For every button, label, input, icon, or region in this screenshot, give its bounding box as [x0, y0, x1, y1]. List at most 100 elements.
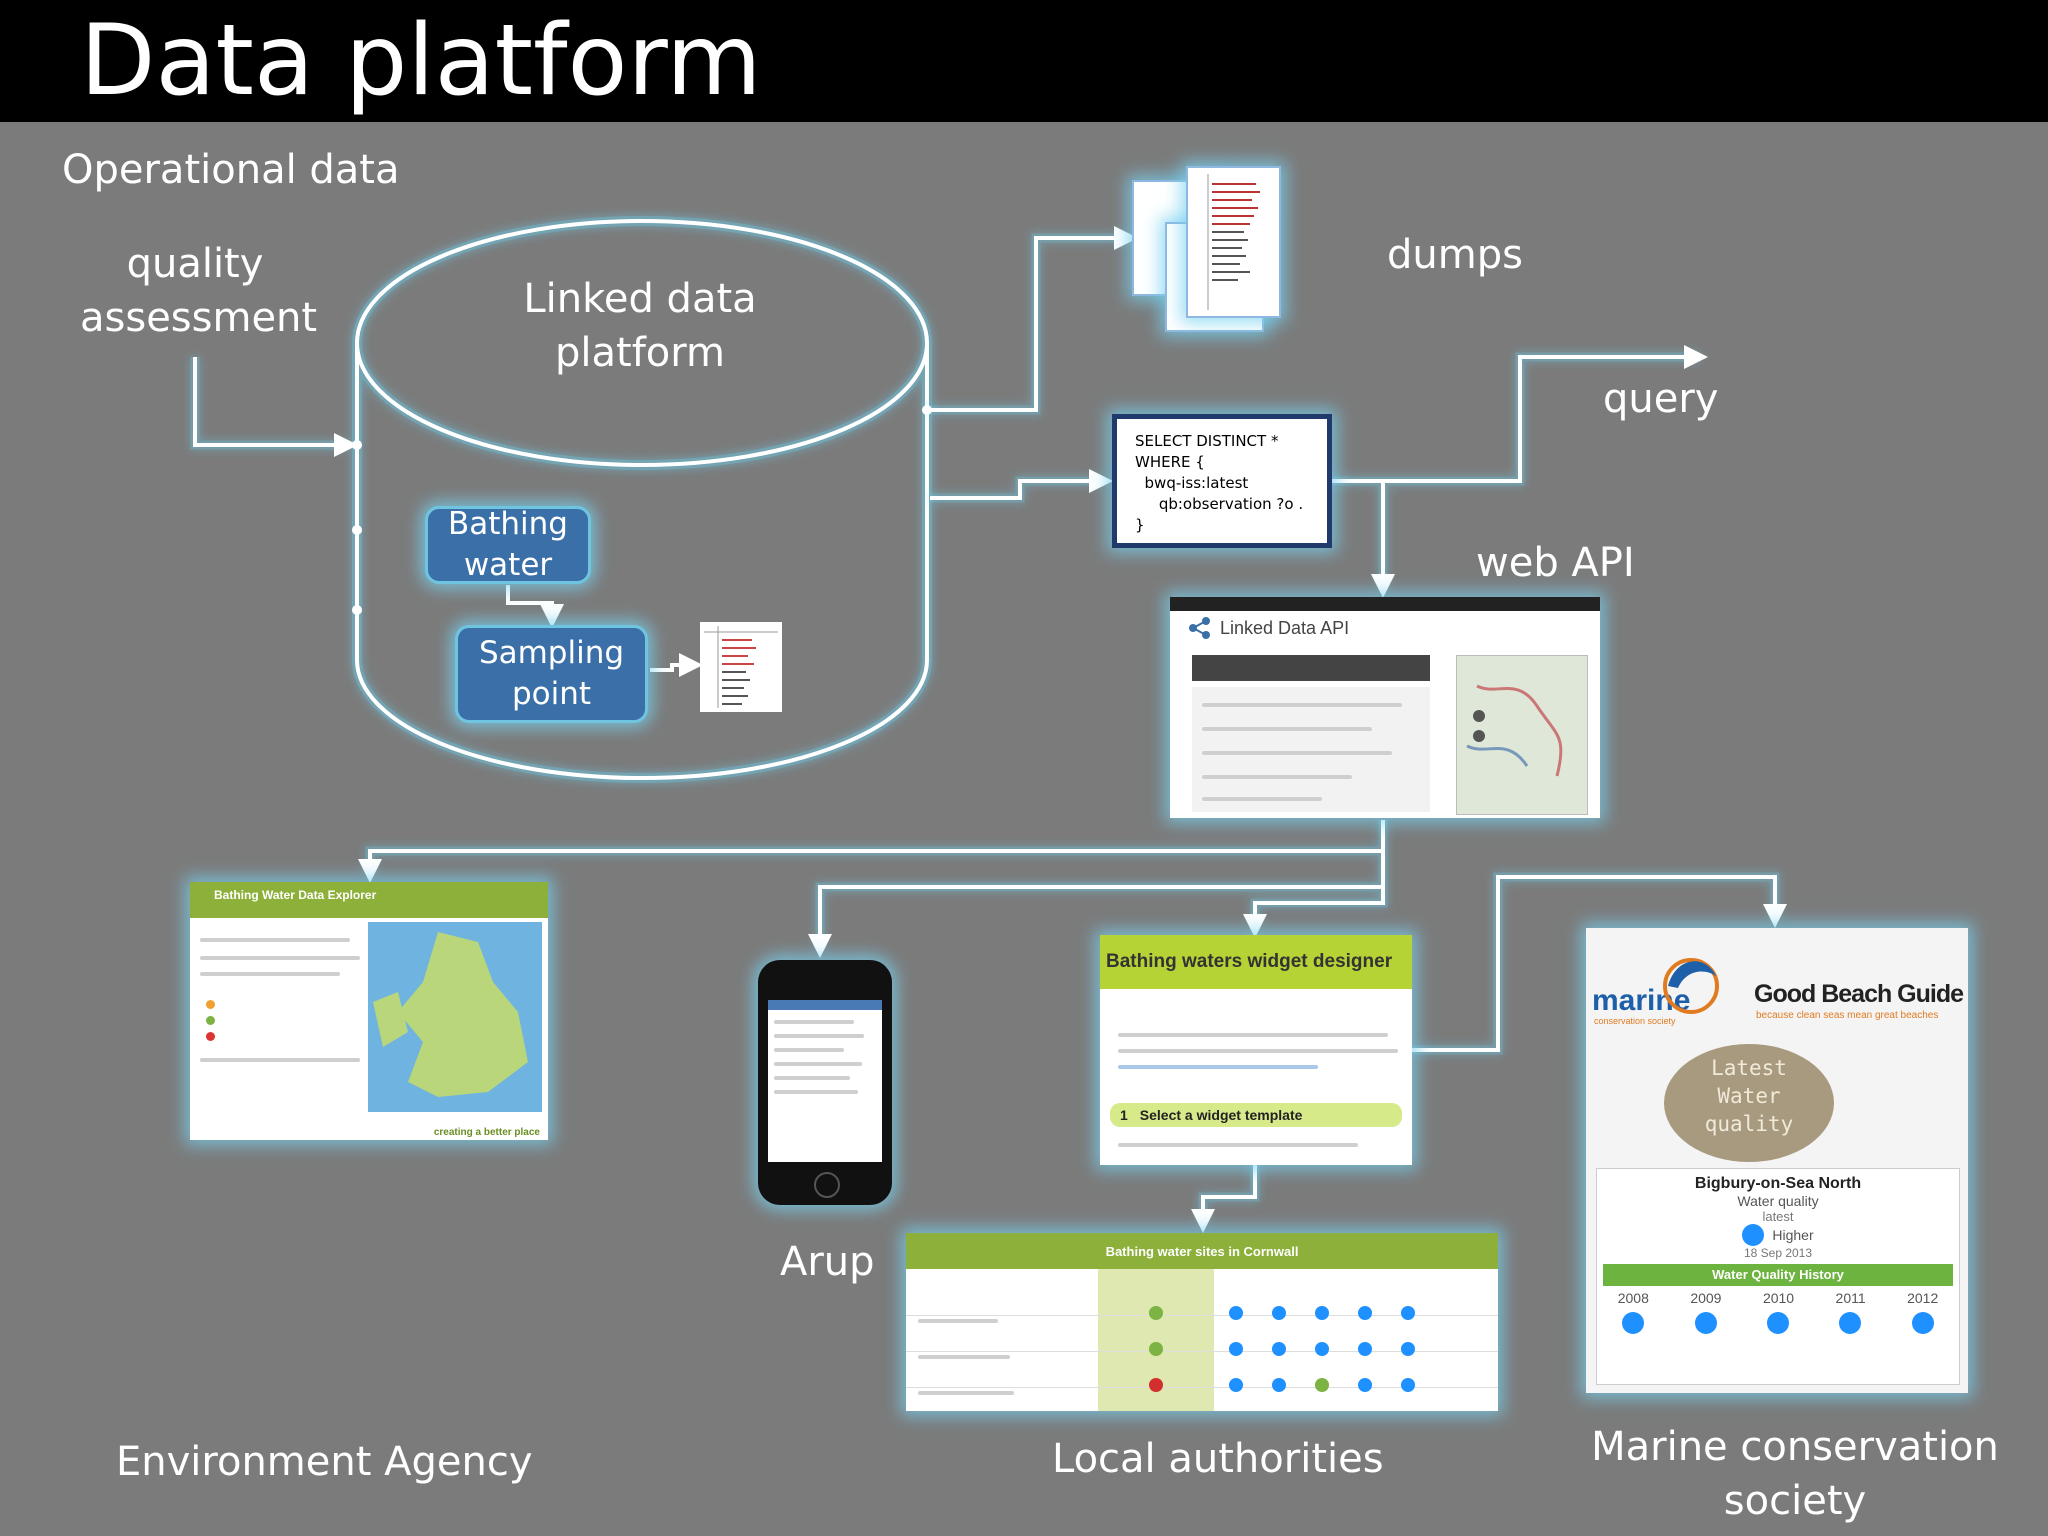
link-quality-to-platform	[193, 357, 358, 457]
junction-dot	[352, 525, 362, 535]
dolphin-logo-icon	[1663, 958, 1719, 1014]
mcs-years-row: 2008 2009 2010 2011 2012	[1597, 1290, 1959, 1306]
map-icon	[1466, 684, 1563, 777]
linked-line1: Linked data	[523, 276, 757, 322]
quality-dots	[1149, 1306, 1415, 1392]
junction-dot	[922, 405, 932, 415]
link-api-to-widget	[1243, 887, 1385, 938]
mcs-water-quality: Water quality	[1737, 1193, 1819, 1209]
marine-line1: Marine conservation	[1591, 1424, 1999, 1470]
uk-map-icon	[373, 932, 528, 1097]
mcs-rating-row: Higher	[1597, 1224, 1959, 1246]
mcs-date: 18 Sep 2013	[1743, 1246, 1813, 1260]
year-label: 2009	[1690, 1290, 1722, 1306]
stone-text: Latest Water quality	[1664, 1054, 1834, 1138]
cornwall-table-title: Bathing water sites in Cornwall	[1105, 1243, 1299, 1259]
environment-agency-label: Environment Agency	[116, 1439, 533, 1485]
stone-line2: Water	[1717, 1084, 1781, 1108]
sparql-query-box: SELECT DISTINCT *WHERE { bwq-iss:latest …	[1112, 414, 1332, 548]
widget-step-number: 1	[1120, 1107, 1128, 1123]
history-dot	[1911, 1312, 1934, 1334]
sampling-line1: Sampling	[478, 635, 625, 671]
api-map-panel	[1456, 655, 1588, 815]
cylinder-shape	[355, 219, 929, 780]
junction-dot	[352, 605, 362, 615]
cylinder-body	[355, 343, 929, 780]
cornwall-table-screenshot: Bathing water sites in Cornwall	[906, 1233, 1498, 1411]
document-lines-icon	[1207, 174, 1260, 310]
marine-conservation-label: Marine conservation society	[1590, 1420, 2000, 1528]
junction-dot	[352, 440, 362, 450]
ea-explorer-header: Bathing Water Data Explorer	[190, 882, 548, 918]
bathing-water-node: Bathing water	[425, 506, 591, 584]
link-api-to-ea	[358, 820, 1385, 883]
stone-line1: Latest	[1711, 1056, 1787, 1080]
arup-label: Arup	[780, 1239, 875, 1285]
widget-step-label: Select a widget template	[1139, 1107, 1303, 1123]
linked-line2: platform	[555, 330, 725, 376]
mcs-brand: marine	[1592, 984, 1691, 1017]
link-sparql-to-query	[1328, 345, 1708, 483]
link-widget-to-cornwall	[1191, 1160, 1257, 1233]
ea-data-explorer-screenshot: Bathing Water Data Explorer creating a b…	[190, 882, 548, 1140]
link-platform-to-dumps	[927, 226, 1138, 412]
widget-designer-title: Bathing waters widget designer	[1106, 951, 1393, 972]
sparql-line4: qb:observation ?o .	[1135, 495, 1304, 513]
mcs-history-bar: Water Quality History	[1603, 1264, 1953, 1286]
sparql-line5: }	[1135, 516, 1145, 534]
marine-line2: society	[1723, 1478, 1867, 1524]
sampling-point-node: Sampling point	[455, 625, 648, 723]
link-api-to-arup	[808, 851, 1385, 958]
widget-designer-screenshot: Bathing waters widget designer 1 Select …	[1100, 935, 1412, 1165]
rating-dot	[1742, 1224, 1765, 1246]
history-dot	[1766, 1312, 1789, 1334]
link-platform-to-sparql	[930, 469, 1113, 500]
sampling-sheet-thumbnail	[700, 622, 782, 712]
mcs-result-panel: Bigbury-on-Sea North Water quality lates…	[1596, 1168, 1960, 1385]
web-api-label: web API	[1476, 540, 1635, 586]
sparql-line1: SELECT DISTINCT *	[1135, 432, 1279, 450]
api-topbar	[1170, 597, 1600, 611]
phone-home-button	[814, 1172, 840, 1198]
mcs-beach-name: Bigbury-on-Sea North	[1694, 1175, 1862, 1192]
stone-graphic	[1664, 1044, 1834, 1162]
mcs-guide-sub: because clean seas mean great beaches	[1756, 1010, 1939, 1021]
title-bar	[0, 0, 2048, 122]
link-sampling-to-sheet	[650, 653, 703, 677]
ea-explorer-sidebar	[196, 926, 366, 1106]
year-label: 2010	[1762, 1290, 1795, 1306]
bathing-line2: water	[463, 547, 553, 583]
operational-data-label: Operational data	[62, 147, 400, 193]
mcs-history-dots	[1597, 1312, 1959, 1334]
dump-document-front	[1186, 166, 1281, 318]
cornwall-table-header: Bathing water sites in Cornwall	[906, 1233, 1498, 1269]
history-dot	[1622, 1312, 1645, 1334]
history-dot	[1839, 1312, 1862, 1334]
api-form-header	[1192, 655, 1430, 681]
quality-assessment-label: quality assessment	[80, 237, 317, 345]
query-label: query	[1603, 376, 1719, 422]
link-widget-to-mcs	[1410, 875, 1787, 1052]
mcs-brand-sub: conservation society	[1594, 1016, 1676, 1026]
sparql-line2: WHERE {	[1135, 453, 1205, 471]
mcs-guide: Good Beach Guide	[1754, 980, 1964, 1008]
mcs-rating: Higher	[1772, 1227, 1814, 1243]
ea-explorer-footer: creating a better place	[433, 1127, 540, 1138]
stone-line3: quality	[1704, 1112, 1794, 1136]
slide-title: Data platform	[80, 4, 762, 118]
linked-data-platform-label: Linked data platform	[500, 272, 780, 380]
phone-screen	[768, 1000, 882, 1162]
widget-designer-header: Bathing waters widget designer	[1100, 935, 1412, 989]
link-bathing-to-sampling	[506, 585, 564, 628]
widget-step-bar: 1 Select a widget template	[1110, 1103, 1402, 1127]
share-nodes-icon	[1189, 617, 1210, 639]
api-title: Linked Data API	[1220, 617, 1350, 638]
linked-data-api-screenshot: Linked Data API	[1170, 597, 1600, 818]
mcs-beach-widget: marine conservation society Good Beach G…	[1586, 928, 1968, 1393]
year-label: 2012	[1907, 1290, 1939, 1306]
spreadsheet-icon	[704, 626, 778, 708]
year-label: 2008	[1617, 1290, 1649, 1306]
local-authorities-label: Local authorities	[1052, 1436, 1384, 1482]
history-dot	[1694, 1312, 1717, 1334]
api-form-body	[1192, 687, 1430, 812]
